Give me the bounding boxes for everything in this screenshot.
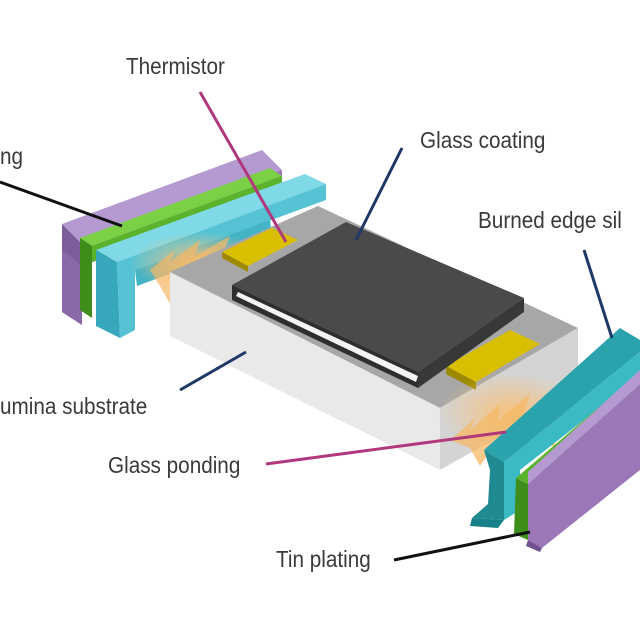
right-teal-channel-top — [484, 328, 640, 462]
left-green-plating-top — [80, 168, 282, 246]
right-teal-channel-face — [504, 352, 640, 520]
leader-burned-edge — [582, 249, 614, 339]
label-thermistor: Thermistor — [126, 53, 225, 79]
right-purple-plate — [528, 384, 640, 548]
leader-glass-ponding — [265, 430, 507, 466]
left-green-plating-side — [80, 238, 92, 318]
right-termination — [470, 328, 640, 552]
thermistor-pad-left — [222, 228, 298, 266]
leader-thermistor — [198, 91, 288, 243]
left-purple-plate-top — [62, 150, 282, 244]
leader-plating — [0, 180, 123, 228]
leader-substrate — [179, 350, 247, 392]
thermistor-pad-right — [446, 330, 540, 382]
leader-tin-plating — [393, 530, 531, 562]
leader-lines — [0, 91, 614, 562]
leader-glass-coating — [354, 147, 404, 241]
left-cyan-channel-side — [96, 250, 120, 338]
right-teal-channel-side — [472, 450, 504, 520]
label-glass-ponding: Glass ponding — [108, 452, 241, 478]
glass-coating-block — [232, 222, 524, 388]
left-purple-plate-edge — [62, 250, 82, 325]
glass-coating-top — [232, 222, 524, 372]
label-burned-edge-silver: Burned edge sil — [478, 207, 622, 233]
label-glass-coating: Glass coating — [420, 127, 546, 153]
label-tin-plating: Tin plating — [276, 546, 371, 572]
glass-coating-highlight — [236, 292, 418, 382]
label-plating: ng — [0, 143, 24, 169]
glass-coating-side — [418, 298, 524, 388]
label-alumina-substrate: umina substrate — [0, 393, 148, 419]
substrate-front-face — [170, 272, 440, 470]
